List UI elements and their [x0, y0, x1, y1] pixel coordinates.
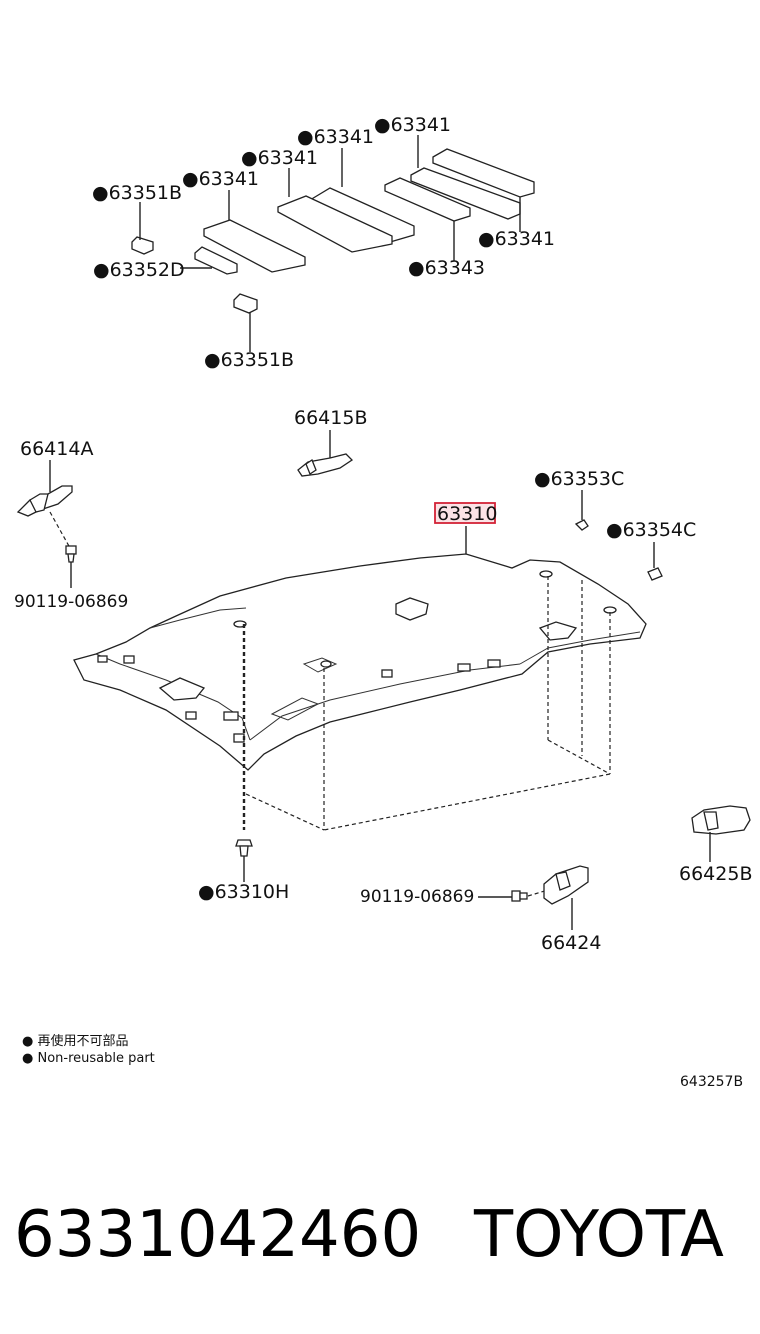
callout-bracket-left: 66414A	[20, 438, 93, 460]
pad-right-rear	[432, 148, 535, 198]
callout-pad-right: ●63341	[478, 228, 555, 250]
brand-name: TOYOTA	[473, 1198, 724, 1272]
callout-clip-upper: ●63351B	[92, 182, 182, 204]
pad-group	[131, 148, 535, 314]
callout-pad-top-mid: ●63341	[297, 126, 374, 148]
projection-lines	[242, 576, 611, 831]
plug-63353c	[574, 490, 589, 531]
callout-plug-c2: ●63354C	[606, 519, 696, 541]
bracket-center	[297, 430, 354, 477]
diagram-code: 643257B	[680, 1074, 743, 1090]
pad-strip	[194, 246, 238, 275]
legend-line-cn: ● 再使用不可部品	[22, 1033, 128, 1049]
callout-bracket-center: 66415B	[294, 407, 367, 429]
callout-bracket-right: 66425B	[679, 863, 752, 885]
callout-pad-bottom: ●63343	[408, 257, 485, 279]
callout-headliner: 63310	[437, 503, 497, 525]
clip-lower	[233, 293, 258, 314]
callout-plug-c: ●63353C	[534, 468, 624, 490]
plug-63354c	[647, 542, 663, 581]
callout-pad-left: ●63341	[182, 168, 259, 190]
callout-clip-lower: ●63351B	[204, 349, 294, 371]
legend-line-en: ● Non-reusable part	[22, 1051, 155, 1066]
screw-bottom	[511, 890, 528, 902]
part-number: 6331042460	[14, 1198, 421, 1272]
screw-left	[65, 545, 77, 588]
bracket-left	[16, 460, 73, 549]
pad-center-left	[277, 195, 393, 253]
headliner-body	[73, 553, 647, 771]
top-leaders	[139, 135, 521, 352]
callout-fastener: ●63310H	[198, 881, 289, 903]
headliner-callout-highlight	[434, 502, 496, 524]
clip-upper	[131, 236, 154, 255]
bracket-right	[691, 805, 751, 862]
fastener-63310h	[235, 839, 253, 882]
callout-pad-top-right: ●63341	[374, 114, 451, 136]
callout-bracket-bottom: 66424	[541, 932, 601, 954]
pad-right-front	[384, 177, 471, 222]
bracket-bottom	[543, 865, 589, 930]
callout-strip: ●63352D	[93, 259, 185, 281]
callout-pad-left-mid: ●63341	[241, 147, 318, 169]
pad-left	[203, 219, 306, 273]
callout-screw-left: 90119-06869	[14, 592, 128, 612]
callout-screw-bottom: 90119-06869	[360, 887, 474, 907]
